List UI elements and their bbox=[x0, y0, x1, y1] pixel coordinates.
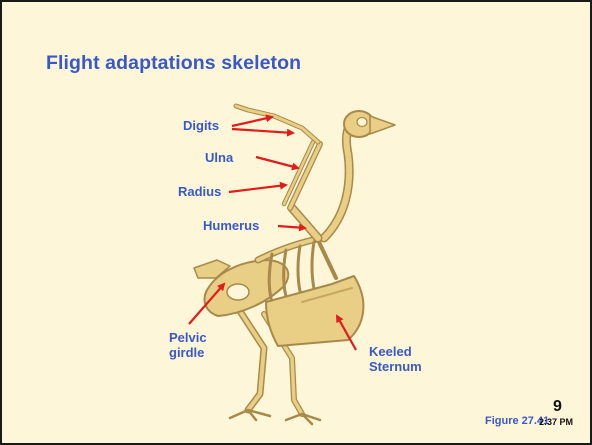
label-pelvic-girdle: Pelvic girdle bbox=[169, 330, 207, 360]
timestamp: 2:37 PM bbox=[539, 417, 573, 427]
label-keeled-line2: Sternum bbox=[369, 359, 422, 374]
page-number: 9 bbox=[553, 398, 562, 416]
arrow-radius bbox=[229, 185, 286, 192]
label-ulna: Ulna bbox=[205, 150, 233, 165]
arrow-digits-1 bbox=[232, 117, 272, 126]
beak bbox=[370, 116, 395, 134]
arrow-ulna bbox=[256, 157, 298, 168]
label-humerus: Humerus bbox=[203, 218, 259, 233]
label-digits: Digits bbox=[183, 118, 219, 133]
label-pelvic-line2: girdle bbox=[169, 345, 207, 360]
label-pelvic-line1: Pelvic bbox=[169, 330, 207, 345]
eye-socket bbox=[357, 118, 367, 127]
label-keeled-sternum: Keeled Sternum bbox=[369, 344, 422, 374]
arrow-digits-2 bbox=[232, 129, 293, 133]
label-radius: Radius bbox=[178, 184, 221, 199]
arrow-humerus bbox=[278, 226, 305, 228]
label-keeled-line1: Keeled bbox=[369, 344, 422, 359]
